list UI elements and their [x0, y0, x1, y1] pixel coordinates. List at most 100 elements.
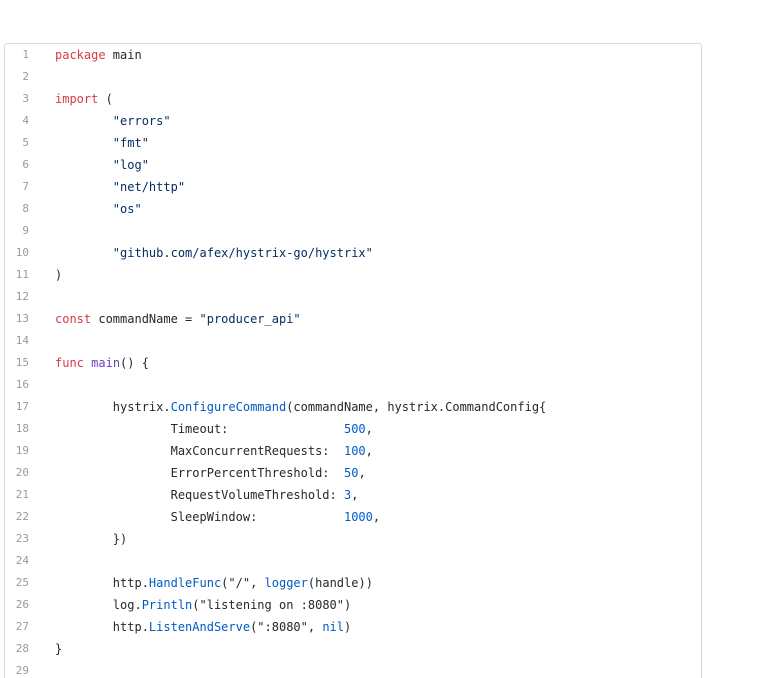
code-token: ,: [351, 488, 359, 502]
line-number: 14: [15, 334, 29, 347]
code-line: 29: [5, 660, 701, 678]
code-token: [55, 136, 113, 150]
code-token: HandleFunc: [148, 576, 222, 590]
code-text: package main: [55, 44, 142, 66]
code-line: 22 SleepWindow: 1000,: [5, 506, 701, 528]
code-token: http.: [55, 576, 149, 590]
code-line: 2: [5, 66, 701, 88]
code-text: Timeout: 500,: [55, 418, 373, 440]
code-token: commandName =: [91, 312, 200, 326]
code-token: }: [55, 642, 63, 656]
code-token: ("/",: [221, 576, 265, 590]
code-line: 4 "errors": [5, 110, 701, 132]
code-text: ErrorPercentThreshold: 50,: [55, 462, 366, 484]
code-token: ,: [365, 422, 373, 436]
code-token: logger: [264, 576, 308, 590]
code-line: 26 log.Println("listening on :8080"): [5, 594, 701, 616]
code-token: "producer_api": [199, 312, 301, 326]
line-number: 15: [15, 356, 29, 369]
code-token: main: [91, 356, 121, 370]
code-text: }): [55, 528, 127, 550]
code-token: log.: [55, 598, 142, 612]
line-number: 27: [15, 620, 29, 633]
code-token: package: [55, 48, 106, 62]
code-token: (":8080",: [250, 620, 323, 634]
code-line: 28}: [5, 638, 701, 660]
line-number: 11: [15, 268, 29, 281]
line-number: 10: [15, 246, 29, 259]
code-line: 8 "os": [5, 198, 701, 220]
code-text: http.HandleFunc("/", logger(handle)): [55, 572, 373, 594]
code-text: "errors": [55, 110, 171, 132]
code-line: 18 Timeout: 500,: [5, 418, 701, 440]
code-token: Println: [141, 598, 193, 612]
line-number: 7: [22, 180, 29, 193]
line-number: 26: [15, 598, 29, 611]
code-token: () {: [120, 356, 149, 370]
line-number: 1: [22, 48, 29, 61]
code-text: import (: [55, 88, 113, 110]
code-text: MaxConcurrentRequests: 100,: [55, 440, 373, 462]
code-token: nil: [322, 620, 345, 634]
line-number: 17: [15, 400, 29, 413]
code-token: [55, 114, 113, 128]
code-token: }): [55, 532, 128, 546]
code-token: ("listening on :8080"): [192, 598, 352, 612]
code-token: (: [98, 92, 113, 106]
code-line: 9: [5, 220, 701, 242]
code-line: 1 package main: [5, 44, 701, 66]
line-number: 25: [15, 576, 29, 589]
code-text: "net/http": [55, 176, 185, 198]
line-number: 18: [15, 422, 29, 435]
code-line: 19 MaxConcurrentRequests: 100,: [5, 440, 701, 462]
line-number: 13: [15, 312, 29, 325]
code-token: ,: [365, 444, 373, 458]
code-token: "github.com/afex/hystrix-go/hystrix": [112, 246, 373, 260]
line-number: 21: [15, 488, 29, 501]
line-number: 3: [22, 92, 29, 105]
line-number: 24: [15, 554, 29, 567]
line-number: 22: [15, 510, 29, 523]
code-token: "errors": [112, 114, 171, 128]
code-token: http.: [55, 620, 149, 634]
code-token: 1000: [343, 510, 373, 524]
code-text: http.ListenAndServe(":8080", nil): [55, 616, 351, 638]
code-line: 20 ErrorPercentThreshold: 50,: [5, 462, 701, 484]
code-text: "github.com/afex/hystrix-go/hystrix": [55, 242, 373, 264]
code-token: import: [55, 92, 99, 106]
code-token: SleepWindow:: [55, 510, 344, 524]
code-token: Timeout:: [55, 422, 344, 436]
code-token: [55, 180, 113, 194]
code-line: 17 hystrix.ConfigureCommand(commandName,…: [5, 396, 701, 418]
code-line: 7 "net/http": [5, 176, 701, 198]
code-token: RequestVolumeThreshold:: [55, 488, 344, 502]
code-text: "fmt": [55, 132, 149, 154]
line-number: 5: [22, 136, 29, 149]
code-text: func main() {: [55, 352, 149, 374]
code-token: func: [55, 356, 84, 370]
code-line: 12: [5, 286, 701, 308]
code-text: "log": [55, 154, 149, 176]
code-line: 21 RequestVolumeThreshold: 3,: [5, 484, 701, 506]
line-number: 8: [22, 202, 29, 215]
code-text: hystrix.ConfigureCommand(commandName, hy…: [55, 396, 546, 418]
line-number: 16: [15, 378, 29, 391]
line-number: 20: [15, 466, 29, 479]
code-line: 24: [5, 550, 701, 572]
code-token: ,: [358, 466, 366, 480]
code-line: 27 http.ListenAndServe(":8080", nil): [5, 616, 701, 638]
code-token: const: [55, 312, 92, 326]
code-token: (handle)): [307, 576, 373, 590]
code-line: 13 const commandName = "producer_api": [5, 308, 701, 330]
line-number: 29: [15, 664, 29, 677]
line-number: 28: [15, 642, 29, 655]
code-token: ConfigureCommand: [170, 400, 287, 414]
code-line: 16: [5, 374, 701, 396]
code-line: 3 import (: [5, 88, 701, 110]
code-line: 15 func main() {: [5, 352, 701, 374]
code-token: hystrix.: [55, 400, 171, 414]
code-text: log.Println("listening on :8080"): [55, 594, 351, 616]
code-text: const commandName = "producer_api": [55, 308, 301, 330]
